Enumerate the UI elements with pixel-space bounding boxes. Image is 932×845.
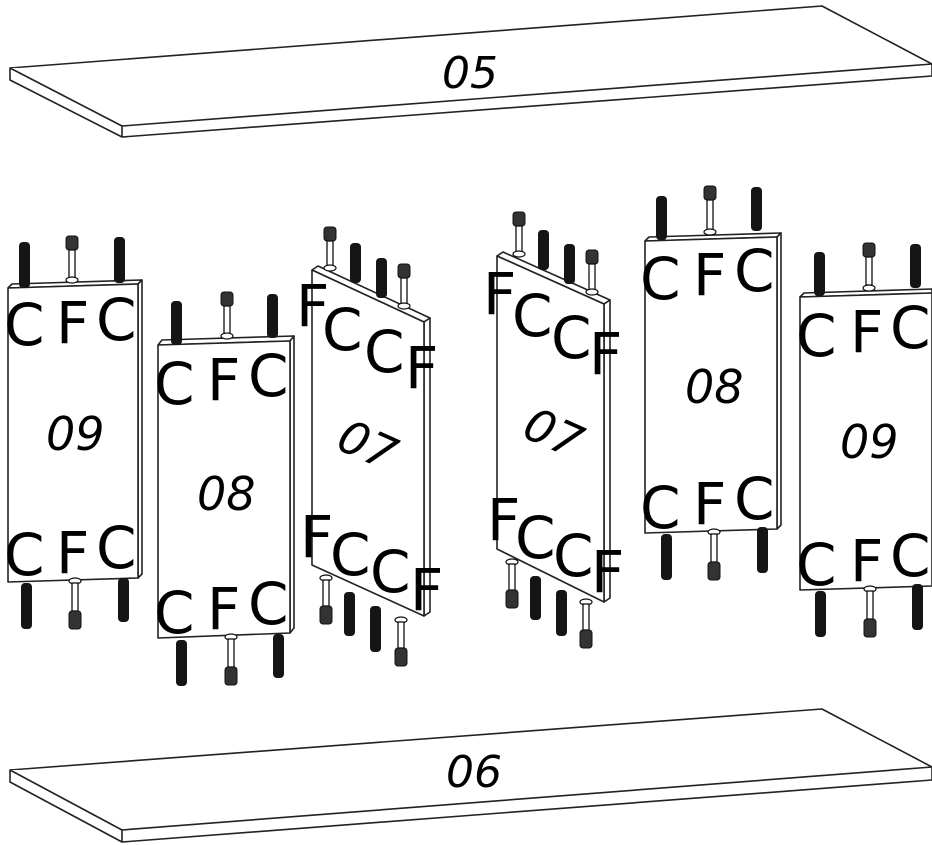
panel-label: F: [693, 241, 726, 309]
dowel-icon: [114, 237, 125, 283]
cam-bolt-icon: [65, 235, 79, 284]
panel-09-right: C F C 09 C F C: [796, 242, 932, 638]
panel-label: F: [410, 556, 443, 624]
dowel-icon: [344, 592, 355, 636]
dowel-icon: [910, 244, 921, 288]
panel-number: 09: [46, 407, 105, 461]
dowel-icon: [19, 242, 30, 288]
panel-label: F: [487, 486, 520, 554]
panel-label: F: [483, 260, 516, 328]
panel-label: C: [154, 579, 195, 647]
dowel-icon: [912, 584, 923, 630]
dowel-icon: [273, 634, 284, 678]
dowel-icon: [267, 294, 278, 338]
dowel-icon: [661, 534, 672, 580]
panel-label: C: [796, 531, 837, 599]
panel-label: C: [796, 302, 837, 370]
dowel-icon: [656, 196, 667, 240]
cam-bolt-icon: [585, 249, 599, 296]
shelf-bottom: 06: [9, 708, 932, 843]
panel-label: F: [850, 298, 883, 366]
panel-label: C: [248, 342, 289, 410]
panel-number: 09: [840, 415, 899, 469]
dowel-icon: [171, 301, 182, 345]
panel-label: C: [154, 350, 195, 418]
panel-label: C: [515, 504, 556, 572]
panel-label: C: [640, 245, 681, 313]
dowel-icon: [814, 252, 825, 296]
panel-label: F: [56, 519, 89, 587]
panel-label: C: [512, 282, 553, 350]
panel-label: C: [640, 474, 681, 542]
shelf-top: 05: [9, 5, 932, 138]
panel-label: C: [370, 538, 411, 606]
panel-07-right: F C C F 07 F C C F: [483, 211, 624, 649]
panel-09-left: C F C 09 C F C: [4, 235, 143, 630]
panel-label: F: [300, 503, 333, 571]
panel-08-left: C F C 08 C F C: [154, 291, 295, 686]
shelf-bottom-number: 06: [446, 747, 502, 798]
cam-bolt-icon: [397, 263, 411, 310]
panel-label: F: [296, 272, 329, 340]
cam-bolt-icon: [224, 633, 238, 686]
panel-label: C: [248, 570, 289, 638]
dowel-icon: [376, 258, 387, 298]
dowel-icon: [118, 578, 129, 622]
panel-label: C: [4, 521, 45, 589]
panel-label: F: [693, 470, 726, 538]
panel-label: C: [890, 522, 931, 590]
dowel-icon: [530, 576, 541, 620]
panel-label: F: [207, 575, 240, 643]
dowel-icon: [564, 244, 575, 284]
panel-08-right: C F C 08 C F C: [640, 185, 782, 581]
panel-label: C: [553, 522, 594, 590]
panel-label: F: [405, 334, 438, 402]
dowel-icon: [757, 527, 768, 573]
panel-label: C: [734, 465, 775, 533]
panel-label: F: [591, 538, 624, 606]
dowel-icon: [751, 187, 762, 231]
cam-bolt-icon: [863, 585, 877, 638]
panel-label: C: [4, 291, 45, 359]
shelf-top-number: 05: [442, 48, 498, 99]
panel-number: 08: [685, 360, 744, 414]
panel-label: F: [207, 346, 240, 414]
cam-bolt-icon: [319, 574, 333, 625]
panel-number: 08: [197, 467, 256, 521]
cam-bolt-icon: [394, 616, 408, 667]
dowel-icon: [370, 606, 381, 652]
cam-bolt-icon: [323, 226, 337, 272]
cam-bolt-icon: [707, 528, 721, 581]
dowel-icon: [815, 591, 826, 637]
panel-label: F: [56, 289, 89, 357]
cam-bolt-icon: [579, 598, 593, 649]
dowel-icon: [538, 230, 549, 270]
cam-bolt-icon: [703, 185, 717, 236]
panel-label: C: [96, 286, 137, 354]
dowel-icon: [556, 590, 567, 636]
panel-label: C: [734, 237, 775, 305]
panel-label: C: [364, 318, 405, 386]
cam-bolt-icon: [68, 577, 82, 630]
panel-label: C: [890, 294, 931, 362]
dowel-icon: [350, 243, 361, 283]
cam-bolt-icon: [862, 242, 876, 292]
cam-bolt-icon: [512, 211, 526, 258]
dowel-icon: [21, 583, 32, 629]
dowel-icon: [176, 640, 187, 686]
panel-label: F: [850, 527, 883, 595]
panel-07-left: F C C F 07 F C C F: [296, 226, 443, 667]
panel-label: C: [330, 521, 371, 589]
panel-label: F: [589, 320, 622, 388]
cam-bolt-icon: [505, 558, 519, 609]
panel-label: C: [322, 296, 363, 364]
cam-bolt-icon: [220, 291, 234, 340]
panel-label: C: [551, 304, 592, 372]
panel-label: C: [96, 514, 137, 582]
